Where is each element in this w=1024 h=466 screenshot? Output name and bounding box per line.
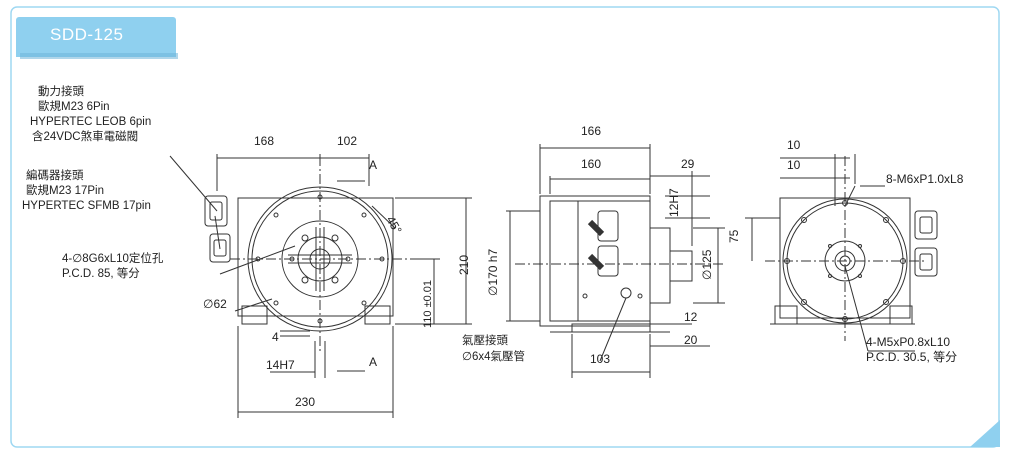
corner-accent	[970, 420, 1000, 447]
model-title: SDD-125	[50, 25, 124, 44]
model-tab	[16, 17, 176, 57]
power-connector-label-2: 歐規M23 6Pin	[38, 101, 110, 113]
power-connector-label-3: HYPERTEC LEOB 6pin	[30, 116, 152, 128]
rear-dim-75: 75	[727, 229, 741, 243]
side-dim-160: 160	[581, 157, 602, 171]
side-view	[506, 144, 725, 378]
side-dim-103: 103	[590, 352, 611, 366]
rear-thread-label-2: P.C.D. 30.5, 等分	[866, 350, 958, 364]
front-dim-14h7: 14H7	[266, 358, 295, 372]
drawing-canvas	[10, 6, 1000, 448]
side-dim-166: 166	[581, 124, 602, 138]
front-dim-110: 110 ±0.01	[422, 279, 434, 328]
encoder-connector-label-3: HYPERTEC SFMB 17pin	[22, 200, 151, 212]
power-connector-label-4: 含24VDC煞車電磁閥	[32, 131, 139, 143]
side-dim-dia125: ∅125	[700, 249, 714, 280]
front-dim-168: 168	[254, 134, 275, 148]
front-thread-label: 8-M6xP1.0xL8	[886, 172, 964, 186]
side-dim-20: 20	[684, 333, 698, 347]
encoder-connector-label-2: 歐規M23 17Pin	[26, 185, 104, 197]
model-tab-shadow	[20, 53, 178, 59]
rear-dim-10-top: 10	[787, 138, 801, 152]
frame-border	[10, 6, 1000, 448]
power-connector-label-1: 動力接頭	[38, 86, 84, 98]
air-fitting-label-2: ∅6x4氣壓管	[462, 351, 526, 363]
rear-dim-10-second: 10	[787, 158, 801, 172]
air-fitting-label-1: 氣壓接頭	[462, 335, 508, 347]
section-a-top: A	[369, 158, 378, 172]
frame	[10, 6, 1013, 458]
front-dim-102: 102	[337, 134, 358, 148]
side-dim-12: 12	[684, 310, 698, 324]
front-view	[169, 154, 472, 418]
encoder-connector-label-1: 編碼器接頭	[26, 170, 84, 182]
front-dim-4: 4	[272, 330, 279, 344]
front-dim-210: 210	[457, 254, 471, 275]
side-dim-dia170: ∅170 h7	[486, 248, 500, 296]
side-dim-12h7: 12H7	[667, 188, 681, 217]
locating-holes-label-1: 4-∅8G6xL10定位孔	[62, 253, 164, 265]
rear-thread-label-1: 4-M5xP0.8xL10	[866, 335, 951, 349]
locating-holes-label-2: P.C.D. 85, 等分	[62, 268, 140, 280]
side-dim-29: 29	[681, 157, 695, 171]
rear-view	[745, 154, 938, 352]
front-dim-dia62: ∅62	[203, 297, 227, 311]
front-dim-230: 230	[295, 395, 316, 409]
section-a-bottom: A	[369, 355, 378, 369]
